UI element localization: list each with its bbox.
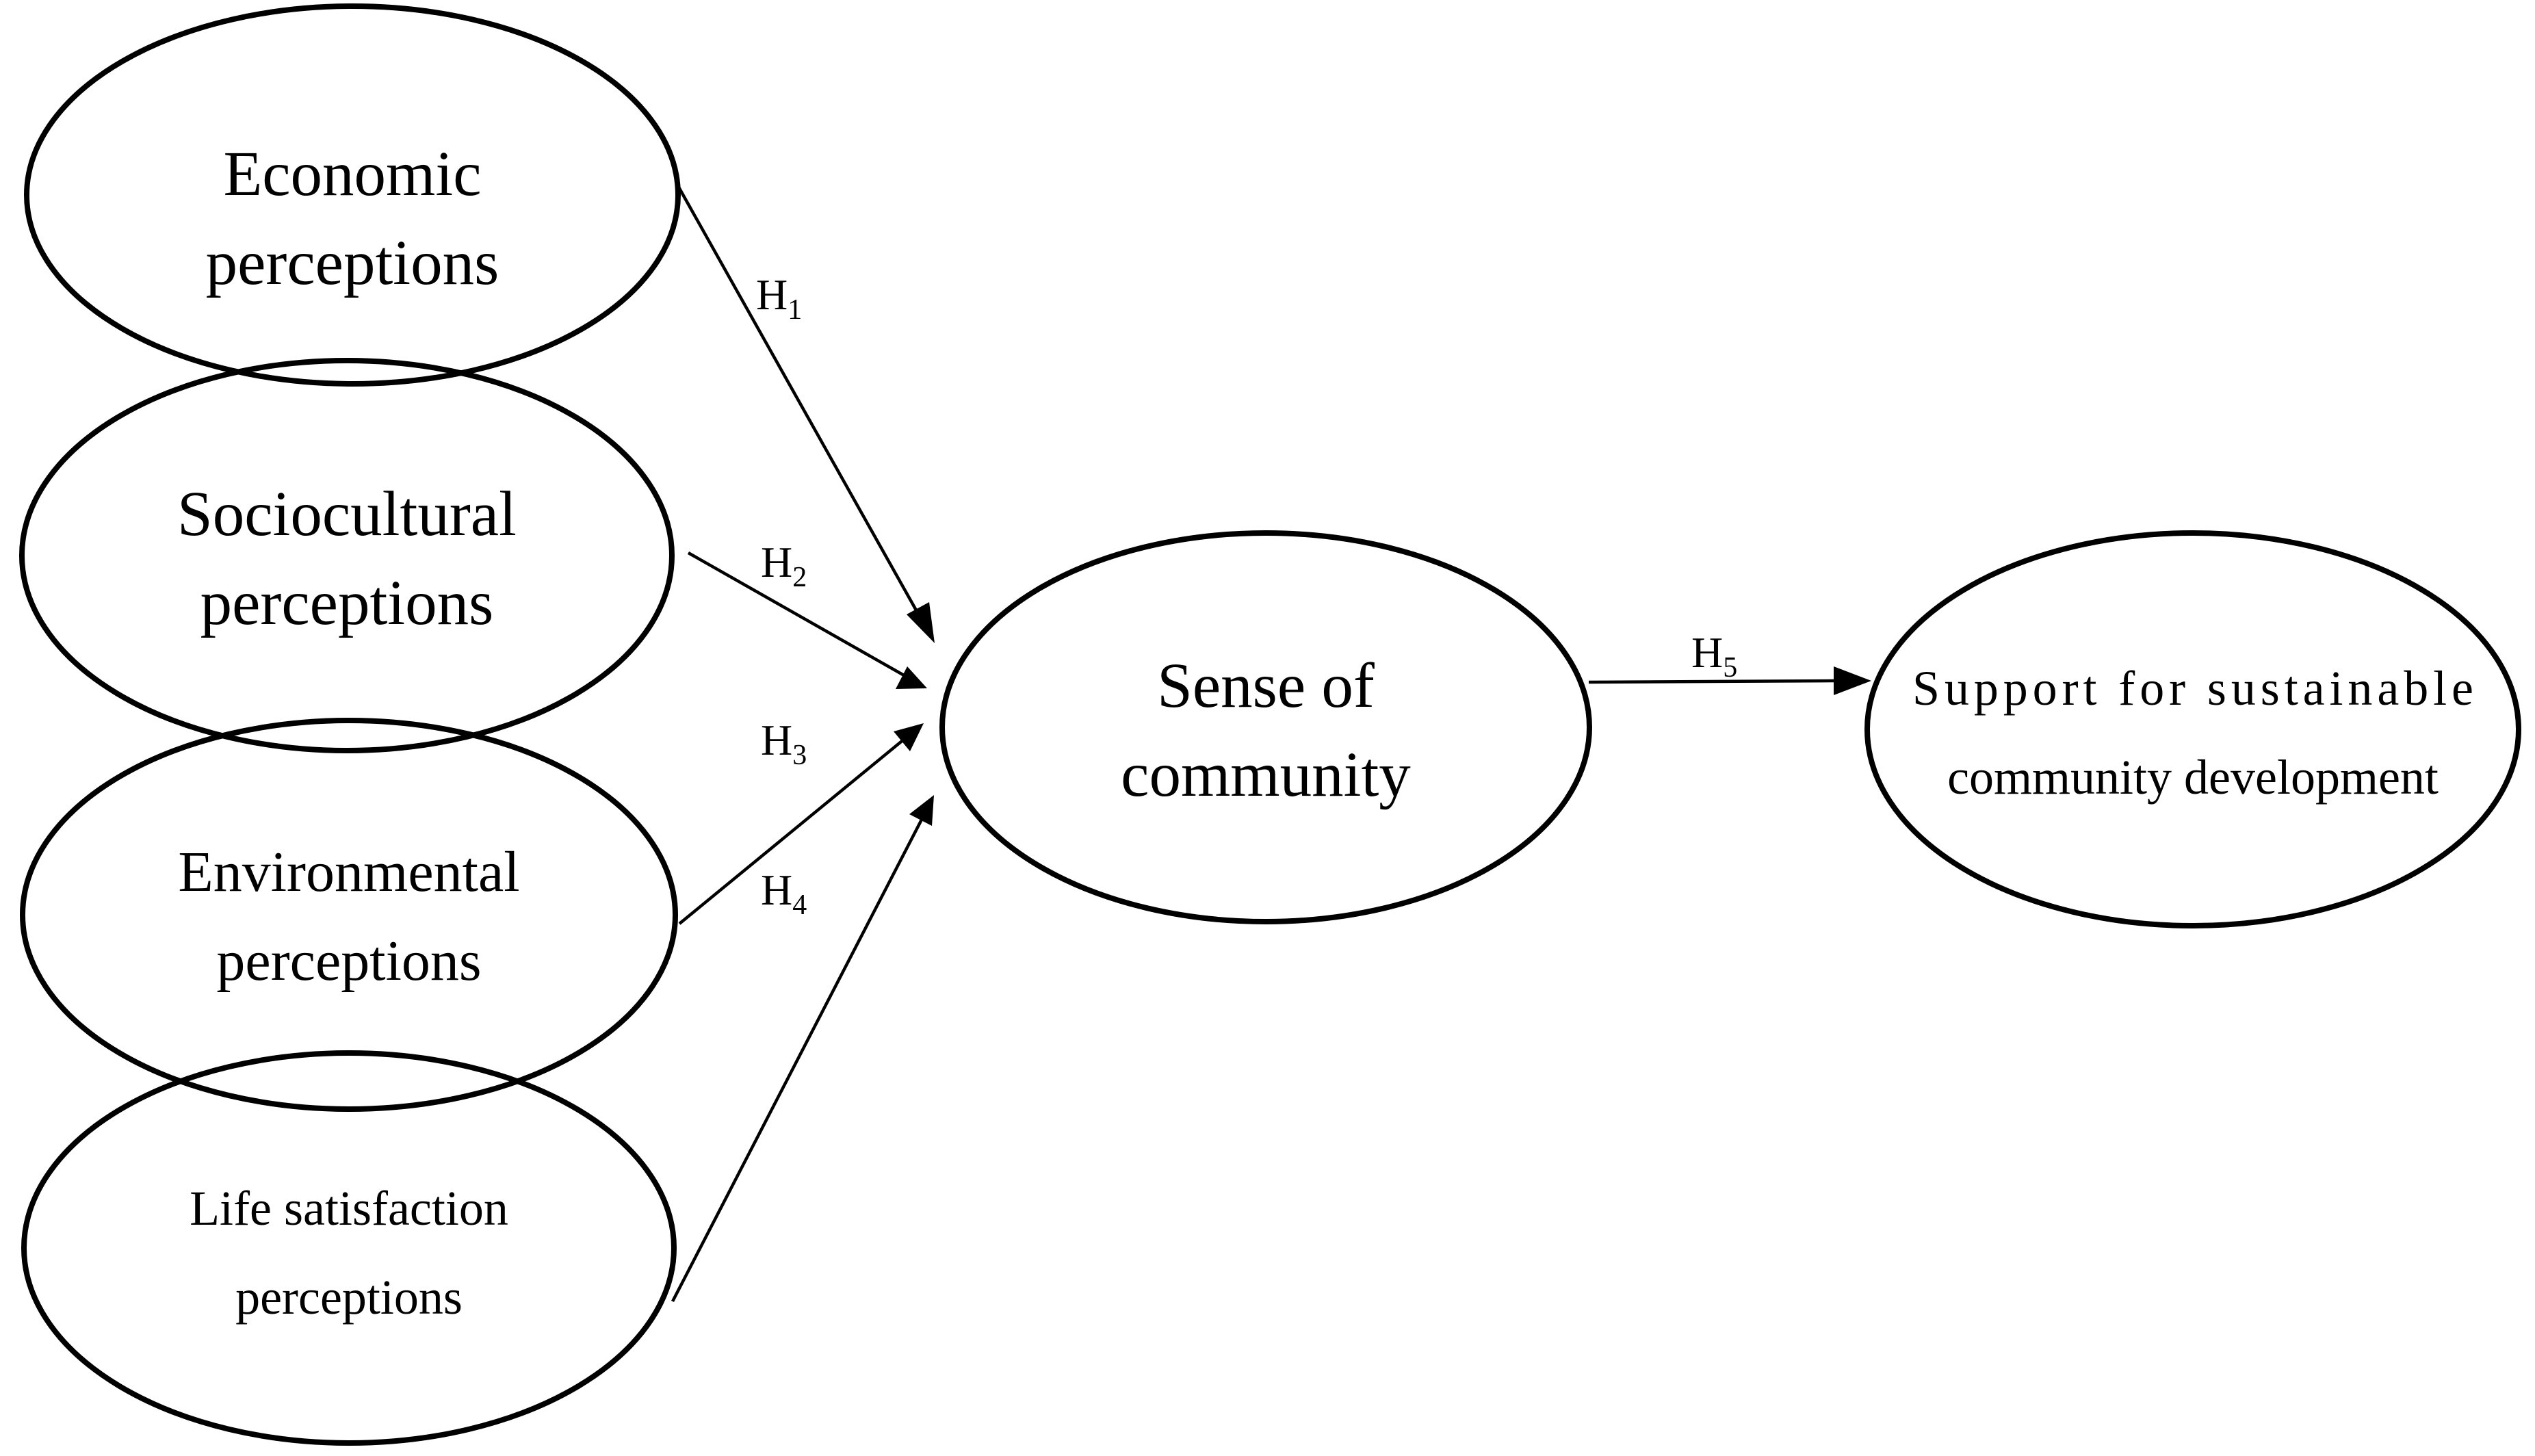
label-h5: H5 bbox=[1691, 628, 1737, 684]
arrowhead-h1 bbox=[907, 602, 935, 643]
life-satisfaction-label-line2: perceptions bbox=[235, 1270, 463, 1325]
sense-of-community-label-line2: community bbox=[1121, 740, 1411, 810]
environmental-label-line2: perceptions bbox=[216, 929, 481, 993]
economic-label-line2: perceptions bbox=[206, 228, 499, 298]
environmental-ellipse bbox=[20, 718, 678, 1112]
node-sense-of-community: Sense of community bbox=[939, 530, 1592, 924]
life-satisfaction-label-line1: Life satisfaction bbox=[190, 1181, 508, 1236]
node-sociocultural: Sociocultural perceptions bbox=[19, 358, 675, 753]
support-label-line2: community development bbox=[1947, 750, 2439, 805]
node-economic: Economic perceptions bbox=[24, 3, 681, 387]
arrowhead-h2 bbox=[896, 666, 927, 689]
sense-of-community-ellipse bbox=[939, 530, 1592, 924]
edge-h2 bbox=[687, 551, 911, 680]
node-environmental: Environmental perceptions bbox=[20, 718, 678, 1112]
sociocultural-label-line2: perceptions bbox=[200, 568, 494, 638]
sociocultural-ellipse bbox=[19, 358, 675, 753]
support-ellipse bbox=[1864, 530, 2521, 928]
label-h3: H3 bbox=[761, 716, 807, 771]
life-satisfaction-ellipse bbox=[21, 1050, 677, 1446]
economic-label-line1: Economic bbox=[223, 139, 481, 209]
environmental-label-line1: Environmental bbox=[178, 840, 519, 904]
node-support-sustainable-development: Support for sustainable community develo… bbox=[1864, 530, 2521, 928]
edges bbox=[671, 183, 1871, 1303]
label-h2: H2 bbox=[761, 538, 807, 593]
label-h1: H1 bbox=[756, 270, 802, 326]
edge-h4 bbox=[671, 814, 925, 1303]
edge-h3 bbox=[678, 734, 910, 925]
arrowhead-h3 bbox=[894, 723, 924, 751]
sense-of-community-label-line1: Sense of bbox=[1157, 651, 1375, 721]
arrowhead-h5 bbox=[1834, 666, 1871, 695]
label-h4: H4 bbox=[761, 866, 807, 921]
sociocultural-label-line1: Sociocultural bbox=[177, 479, 517, 549]
edge-h5 bbox=[1588, 679, 1834, 684]
edge-h1 bbox=[676, 183, 926, 627]
support-label-line1: Support for sustainable bbox=[1912, 661, 2473, 716]
arrowhead-h4 bbox=[909, 795, 934, 826]
economic-ellipse bbox=[24, 3, 681, 387]
node-life-satisfaction: Life satisfaction perceptions bbox=[21, 1050, 677, 1446]
hypothesis-labels: H1 H2 H3 H4 H5 bbox=[756, 270, 1737, 921]
